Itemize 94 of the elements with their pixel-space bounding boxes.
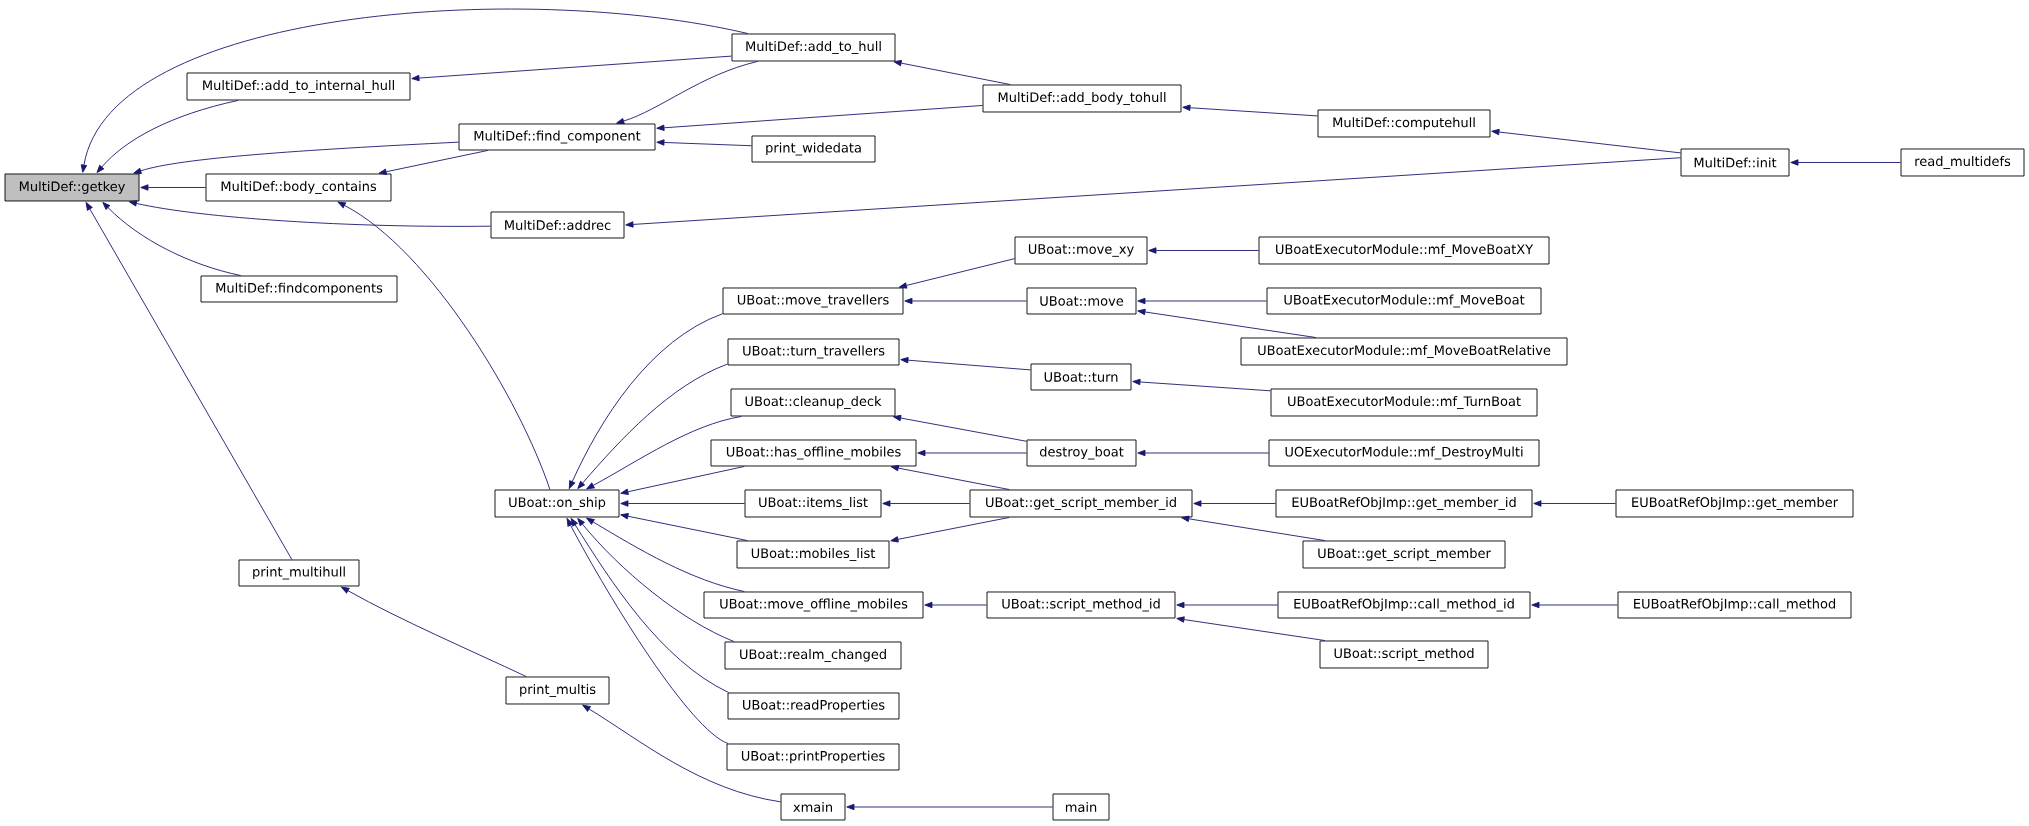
function-box: UBoat::on_ship: [494, 489, 620, 518]
arrow: [924, 601, 987, 609]
arrow: [620, 466, 745, 495]
arrow: [140, 184, 206, 191]
arrow: [411, 55, 732, 82]
arrow: [128, 200, 491, 227]
function-box: MultiDef::body_contains: [205, 173, 392, 202]
function-box: UOExecutorModule::mf_DestroyMulti: [1268, 439, 1540, 467]
arrow: [570, 518, 729, 693]
function-box: MultiDef::findcomponents: [200, 275, 398, 303]
arrow: [1790, 159, 1901, 166]
function-box: UBoatExecutorModule::mf_MoveBoatXY: [1258, 236, 1550, 265]
arrow: [133, 141, 459, 174]
function-box: MultiDef::add_to_hull: [731, 33, 896, 62]
function-box: UBoat::items_list: [744, 489, 882, 518]
function-box: UBoat::mobiles_list: [736, 540, 890, 569]
function-box: UBoat::move_travellers: [722, 287, 904, 315]
function-box: EUBoatRefObjImp::call_method: [1617, 591, 1852, 619]
function-box: UBoat::turn_travellers: [727, 338, 900, 366]
arrow: [1193, 500, 1276, 507]
arrow: [656, 139, 752, 147]
function-box: MultiDef::getkey: [4, 173, 140, 202]
function-box: UBoat::move_offline_mobiles: [703, 591, 924, 619]
arrow: [917, 449, 1027, 457]
function-box: UBoat::move_xy: [1014, 236, 1148, 265]
arrow: [625, 157, 1681, 228]
function-box: MultiDef::addrec: [490, 211, 625, 239]
arrow: [656, 105, 983, 131]
arrow: [80, 8, 749, 173]
function-box: MultiDef::find_component: [458, 123, 656, 151]
function-box: EUBoatRefObjImp::get_member_id: [1275, 489, 1533, 518]
function-box: EUBoatRefObjImp::call_method_id: [1277, 591, 1531, 619]
arrow: [890, 517, 1010, 543]
function-box: UBoat::has_offline_mobiles: [710, 439, 917, 467]
arrow: [1176, 616, 1326, 641]
arrow: [378, 150, 489, 175]
arrow: [900, 357, 1031, 371]
arrow: [102, 201, 242, 276]
arrow: [1176, 601, 1278, 609]
arrow: [568, 313, 723, 489]
function-box: UBoat::get_script_member_id: [969, 489, 1193, 518]
arrow: [846, 803, 1053, 811]
arrow: [337, 201, 551, 490]
function-box: UBoat::move: [1026, 287, 1137, 315]
function-box: read_multidefs: [1900, 148, 2025, 177]
arrow: [620, 513, 748, 541]
function-box: UBoatExecutorModule::mf_MoveBoat: [1266, 287, 1542, 315]
arrow: [341, 586, 527, 677]
arrow: [893, 59, 1011, 85]
function-box: EUBoatRefObjImp::get_member: [1615, 489, 1854, 518]
function-box: print_multis: [505, 676, 610, 705]
arrow: [898, 258, 1015, 289]
function-box: MultiDef::add_body_tohull: [982, 84, 1182, 113]
function-box: print_widedata: [751, 135, 876, 163]
function-box: UBoat::get_script_member: [1302, 540, 1506, 569]
arrow: [1132, 378, 1271, 392]
arrow: [1491, 128, 1681, 154]
function-box: UBoat::realm_changed: [724, 641, 902, 670]
function-box: UBoat::readProperties: [727, 692, 900, 720]
function-box: UBoat::script_method: [1319, 640, 1489, 669]
arrow: [616, 61, 758, 125]
arrow: [85, 202, 293, 560]
arrow: [890, 464, 1010, 490]
arrow: [566, 518, 729, 744]
arrow: [1137, 297, 1267, 305]
arrow: [1148, 247, 1259, 254]
function-box: destroy_boat: [1026, 439, 1137, 467]
function-box: UBoat::cleanup_deck: [730, 388, 896, 417]
function-box: main: [1052, 793, 1110, 821]
arrow: [577, 363, 728, 489]
arrow: [893, 414, 1027, 442]
function-box: UBoat::turn: [1030, 363, 1132, 391]
arrow: [577, 518, 735, 642]
function-box: print_multihull: [238, 559, 360, 587]
function-box: MultiDef::computehull: [1317, 109, 1491, 138]
arrow: [1182, 104, 1318, 117]
arrow: [620, 500, 745, 507]
arrow: [96, 100, 239, 173]
arrow: [1181, 515, 1326, 541]
arrow: [582, 704, 781, 803]
arrow: [586, 416, 742, 490]
function-box: UBoatExecutorModule::mf_MoveBoatRelative: [1240, 337, 1568, 366]
arrow: [882, 500, 970, 507]
function-box: xmain: [780, 793, 846, 821]
function-box: UBoat::script_method_id: [986, 591, 1176, 619]
function-box: MultiDef::init: [1680, 148, 1790, 177]
function-box: MultiDef::add_to_internal_hull: [186, 72, 411, 101]
arrow: [1533, 500, 1616, 507]
arrow: [586, 517, 745, 592]
function-box: UBoat::printProperties: [726, 743, 900, 771]
function-box: UBoatExecutorModule::mf_TurnBoat: [1270, 388, 1538, 417]
arrow: [1137, 449, 1269, 457]
arrow: [904, 297, 1027, 305]
arrow: [1531, 601, 1618, 609]
